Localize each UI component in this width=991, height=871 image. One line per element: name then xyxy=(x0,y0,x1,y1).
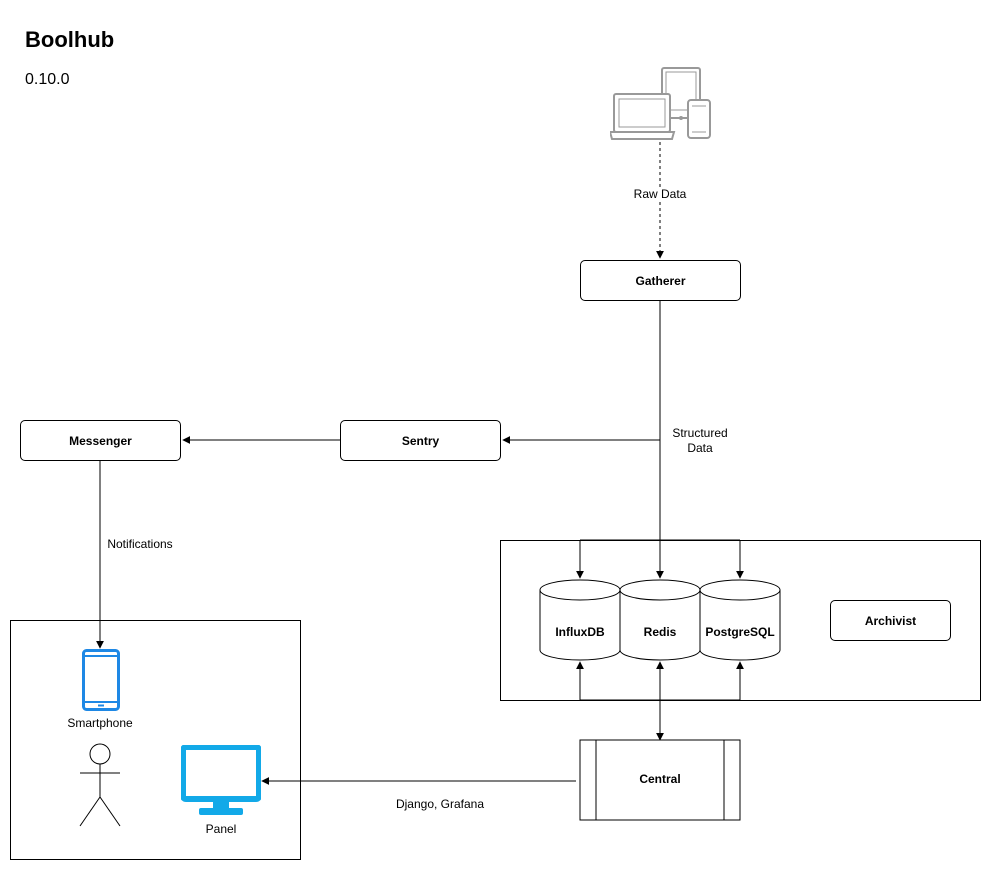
redis-cylinder xyxy=(619,579,701,661)
central-label[interactable]: Central xyxy=(639,772,681,786)
postgresql-cylinder xyxy=(699,579,781,661)
redis-label: Redis xyxy=(643,625,677,639)
central-box xyxy=(579,739,741,821)
devices-icon xyxy=(610,67,711,140)
django-grafana-label: Django, Grafana xyxy=(385,797,495,812)
panel-label: Panel xyxy=(205,822,237,836)
notifications-label: Notifications xyxy=(102,537,178,552)
smartphone-icon xyxy=(82,649,120,711)
monitor-icon xyxy=(181,745,261,815)
version-label: 0.10.0 xyxy=(25,71,70,88)
gatherer-node[interactable]: Gatherer xyxy=(580,260,741,301)
influxdb-cylinder xyxy=(539,579,621,661)
smartphone-label: Smartphone xyxy=(67,716,133,730)
client-group xyxy=(10,620,301,860)
archivist-node[interactable]: Archivist xyxy=(830,600,951,641)
influxdb-label: InfluxDB xyxy=(555,625,605,639)
page-title: Boolhub xyxy=(25,27,115,52)
messenger-node[interactable]: Messenger xyxy=(20,420,181,461)
storage-group xyxy=(500,540,981,701)
raw-data-label: Raw Data xyxy=(626,187,694,202)
sentry-node[interactable]: Sentry xyxy=(340,420,501,461)
person-icon xyxy=(79,743,121,827)
postgresql-label: PostgreSQL xyxy=(705,625,775,639)
structured-data-label: Structured Data xyxy=(665,426,735,456)
